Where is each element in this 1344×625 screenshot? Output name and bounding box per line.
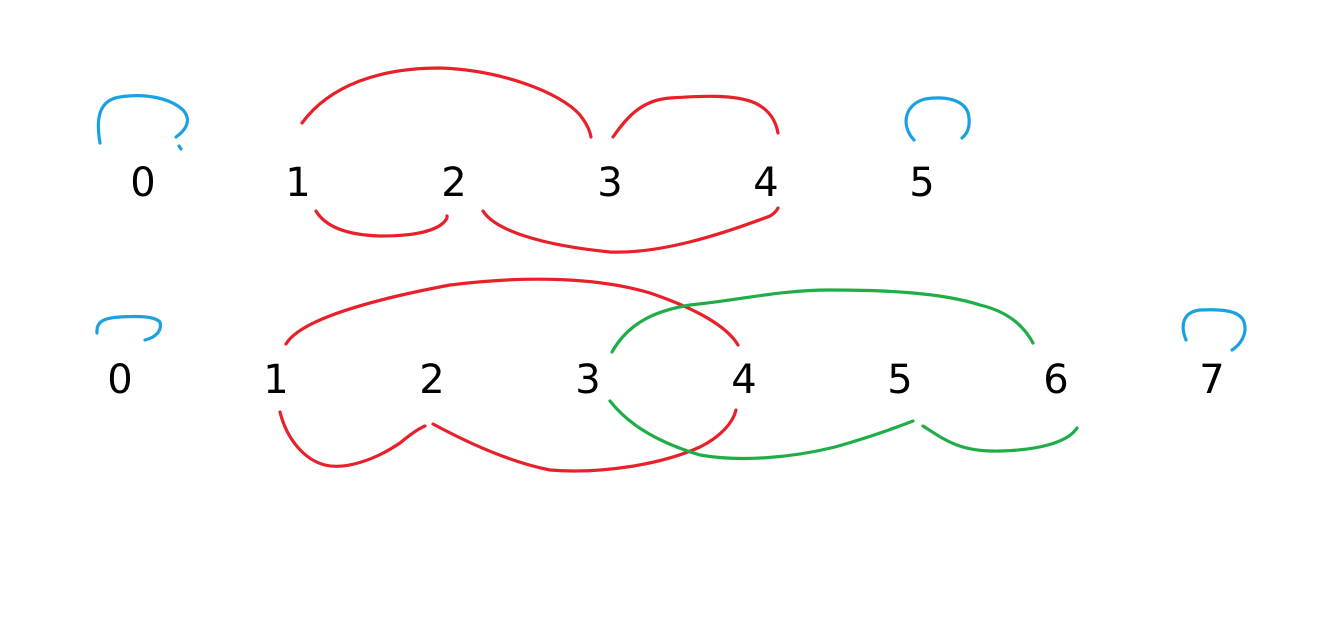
row-2-arc-1-4 xyxy=(284,277,740,347)
row-1-node-5: 5 xyxy=(909,160,934,206)
row-1-nodes: 0 1 2 3 4 5 xyxy=(130,160,934,206)
row-2-node-0: 0 xyxy=(107,357,132,403)
row-1-arc-1-3 xyxy=(300,66,593,139)
row-1-arcs xyxy=(96,66,971,254)
row-2-arcs xyxy=(95,277,1247,473)
row-1-self-loop-0 xyxy=(96,94,189,151)
row-2-node-2: 2 xyxy=(419,357,444,403)
row-2-arc-1-2 xyxy=(278,410,427,468)
row-1-node-1: 1 xyxy=(285,160,310,206)
row-1-node-0: 0 xyxy=(130,160,155,206)
row-2-self-loop-0 xyxy=(95,314,163,342)
row-2-self-loop-7 xyxy=(1181,308,1247,352)
row-2-node-4: 4 xyxy=(731,357,756,403)
row-2-node-7: 7 xyxy=(1199,357,1224,403)
row-2-arc-2-4 xyxy=(431,408,738,473)
row-2-arc-3-5 xyxy=(608,399,915,461)
row-2-node-3: 3 xyxy=(575,357,600,403)
row-1-node-4: 4 xyxy=(753,160,778,206)
row-1-arc-1-2 xyxy=(314,209,449,238)
row-1-arc-2-4 xyxy=(481,206,780,254)
row-2-node-5: 5 xyxy=(887,357,912,403)
row-2-node-1: 1 xyxy=(263,357,288,403)
row-1-arc-3-4 xyxy=(611,94,780,139)
row-2-arc-5-6 xyxy=(921,424,1079,453)
row-1-node-2: 2 xyxy=(441,160,466,206)
row-1-self-loop-5 xyxy=(904,96,971,142)
row-2-arc-3-6 xyxy=(610,288,1035,354)
row-2-node-6: 6 xyxy=(1043,357,1068,403)
row-1-node-3: 3 xyxy=(597,160,622,206)
row-2-nodes: 0 1 2 3 4 5 6 7 xyxy=(107,357,1224,403)
